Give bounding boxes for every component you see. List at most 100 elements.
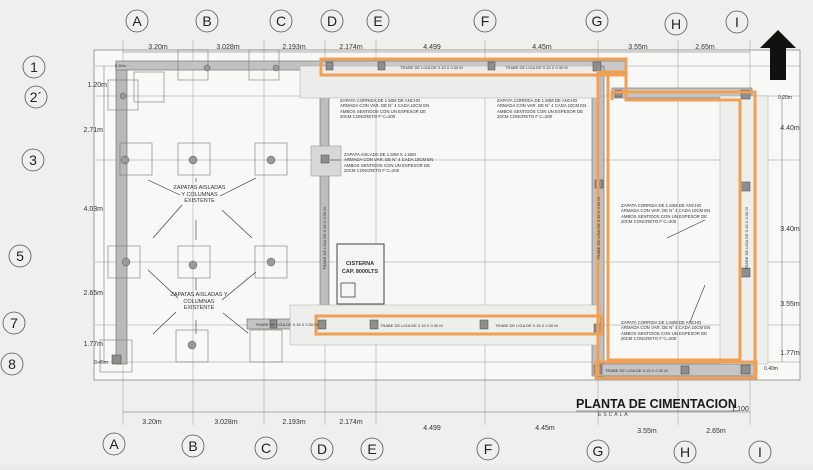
col-sq-6 [740,89,751,100]
note-zapata-corrida-3: ZAPATA CORRIDA DE 1.50M DE ANCHO ARMADA … [621,203,711,225]
dim-bottom-8: 2.65m [706,428,726,435]
axis-top-g: G [592,13,603,29]
beam-label-top-1: TRABE DE LIGA DE 0.15 X 0.30 M [400,65,463,70]
footing-c3b [254,142,288,176]
zapata-corrida-top [299,65,601,99]
axis-row-5: 5 [16,248,24,264]
bubble-top-e [366,9,390,33]
dim-top-6: 4.45m [532,44,552,51]
bubble-row-8 [0,352,24,376]
axis-row-7: 7 [10,315,18,331]
axis-top-b: B [202,13,211,29]
dim-left-5: 1.77m [84,341,104,348]
note-zapata-aislada: ZAPATA AISLADA DE 1.50M X 1.50M ARMADA C… [344,152,433,173]
beam-axis-1-left [115,60,322,71]
beam-label-bottom-1: TRABE DE LIGA DE 0.15 X 0.30 M [380,323,443,328]
footing-b-3 [177,142,211,176]
beam-axis-a [115,61,128,365]
highlight-row-1 [319,57,628,77]
bubble-top-i [725,10,749,34]
column-c-1 [272,64,280,72]
bubble-row-5 [8,244,32,268]
mark-right-top: 0.20m [778,95,792,101]
note-existing-2: ZAPATAS AISLADAS Y COLUMNAS EXISTENTE [170,292,228,312]
beam-label-axis-g: TRABE DE LIGA DE 0.15 X 0.30 M [596,197,601,260]
bubble-bottom-a [102,432,126,456]
axis-bottom-g: G [593,443,604,459]
col-sq-16 [269,319,278,329]
bubble-bottom-e [360,437,384,461]
bubble-top-c [269,9,293,33]
bubble-bottom-g [586,439,610,463]
bubble-bottom-f [476,437,500,461]
dim-right-1: 4.40m [780,125,800,132]
leader-13 [666,219,706,239]
mark-right-bottom: 0.40m [764,366,778,372]
leader-arrows [147,159,706,335]
leader-2 [152,204,183,239]
cisterna-hatch [340,282,356,298]
column-axis-bubbles-bottom [102,432,772,464]
leader-7 [147,269,179,299]
note-zapata-corrida-bottom: ZAPATA CORRIDA DE 1.50M DE ANCHO ARMADA … [621,320,710,341]
dim-top-1: 3.20m [148,44,168,51]
leader-9 [221,271,257,301]
dim-top-7: 3.55m [628,44,648,51]
dim-left-3: 4.03m [84,206,104,213]
leader-14 [689,284,706,323]
dim-bottom-1: 3.20m [142,419,162,426]
col-sq-13 [369,319,379,330]
note-existing-1: ZAPATAS AISLADAS Y COLUMNAS EXISTENTE [174,185,226,204]
footing-a-8 [99,339,133,373]
leader-1 [147,179,181,196]
dim-bottom-4: 2.174m [339,419,363,426]
axis-bottom-e: E [367,441,376,457]
cisterna-capacity: CAP. 8000LTS [342,269,379,275]
bubble-bottom-h [673,440,697,464]
axis-bottom-c: C [261,440,271,456]
col-sq-9 [740,364,751,375]
note-zapata-corrida-right: ZAPATA CORRIDA DE 1.50M DE ANCHO ARMADA … [621,203,711,225]
dim-bottom-7: 3.55m [637,428,657,435]
existing-footings-label-2: ZAPATAS AISLADAS Y COLUMNAS EXISTENTE [170,292,228,312]
axis-top-i: I [735,14,739,30]
col-sq-4 [592,61,602,72]
cisterna-box [336,243,385,305]
highlight-row-7 [314,314,604,336]
column-c-3 [266,155,276,165]
axis-bottom-a: A [109,436,119,452]
bubble-bottom-c [254,436,278,460]
bubble-top-a [125,9,149,33]
axis-top-c: C [276,13,286,29]
note-zapata-corrida-2: ZAPATA CORRIDA DE 1.50M DE ANCHO ARMADA … [497,98,587,120]
highlight-g-column [598,70,740,362]
mark-left-top: 0.20m [115,63,127,68]
col-sq-3 [487,61,496,71]
cisterna-label: CISTERNA [346,261,374,267]
column-a-5 [121,257,131,267]
bubble-row-1 [22,55,46,79]
dim-top-5: 4.499 [423,44,441,51]
footing-b-8 [175,329,209,363]
isolated-footings [99,49,288,373]
column-b-8 [187,340,197,350]
north-arrow-head [760,30,796,80]
col-sq-1 [325,61,334,71]
footing-b-5 [177,245,211,279]
col-sq-18 [320,154,330,164]
bubble-top-g [585,9,609,33]
axis-top-e: E [373,13,382,29]
footing-a-2 [107,79,139,111]
footing-c-3 [119,142,153,176]
column-a-3 [120,155,130,165]
col-sq-7 [740,181,751,192]
dim-left-1: 1.20m [88,82,108,89]
column-a-2 [119,92,127,100]
axis-bottom-d: D [317,441,327,457]
axis-row-3: 3 [29,152,37,168]
bubble-top-d [320,9,344,33]
dim-bottom-2: 3.028m [214,419,238,426]
bubble-top-f [473,9,497,33]
